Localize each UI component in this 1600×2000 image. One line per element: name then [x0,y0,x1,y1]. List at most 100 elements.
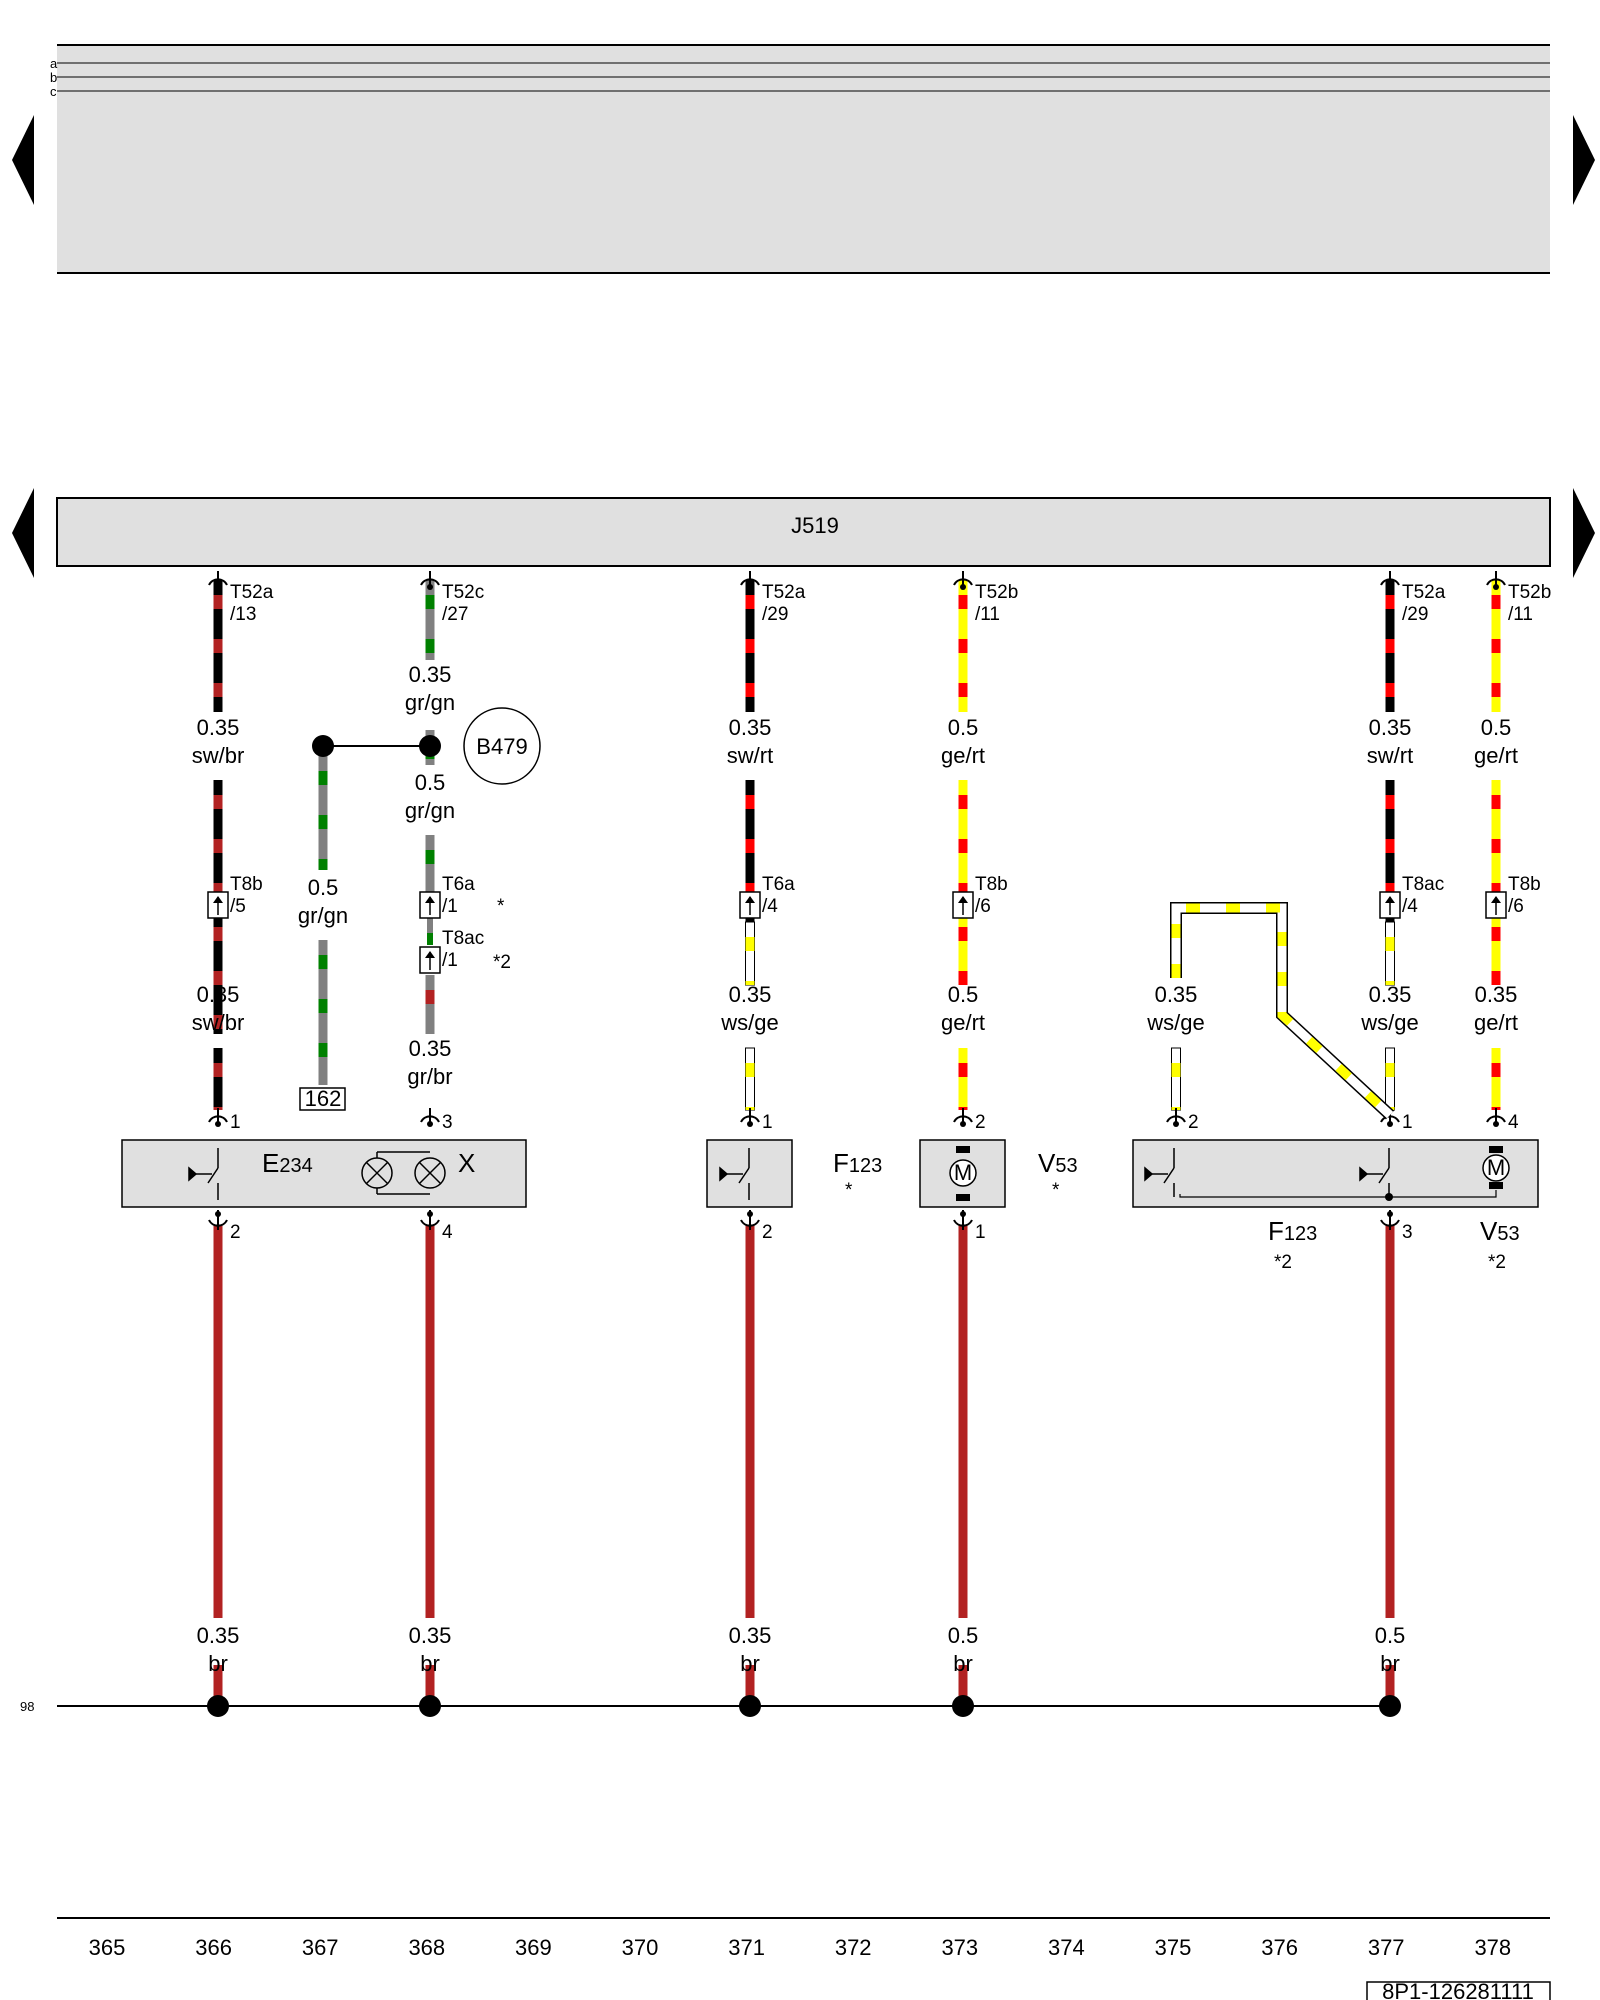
wire-color-label: ws/ge [720,1010,778,1035]
component-pin-bottom[interactable] [420,1210,440,1230]
wire-segment[interactable] [745,921,755,986]
wire-size-label: 0.5 [1375,1623,1406,1648]
inline-connector[interactable] [419,891,441,919]
wire-size-label: 0.35 [1155,982,1198,1007]
component-pin-top[interactable] [953,1108,973,1127]
connector-pin-label: /5 [230,896,246,917]
component-e234-x[interactable]: E234 X [121,1139,527,1208]
wire-segment[interactable] [745,780,755,922]
wire-segment[interactable] [318,756,328,870]
wire-segment[interactable] [425,975,435,1034]
wire-size-label: 0.35 [1369,982,1412,1007]
wire-segment-brown[interactable] [1385,1665,1395,1700]
control-unit-j519[interactable]: J519 [56,497,1551,567]
inline-connector[interactable] [1485,891,1507,919]
connector-pin-label: /11 [975,604,1000,625]
wires-layer [207,571,1507,1717]
wire-segment-brown[interactable] [958,1665,968,1700]
component-pin-top[interactable] [740,1108,760,1127]
wire-segment[interactable] [213,1048,223,1110]
next-page-arrow-top[interactable] [1573,115,1595,205]
connector-pin-label: /1 [442,950,458,971]
wire-segment[interactable] [1385,580,1395,712]
component-pin-top[interactable] [420,1108,440,1127]
wire-segment[interactable] [1385,1047,1395,1111]
prev-page-arrow-mid[interactable] [12,488,34,578]
wire-segment[interactable] [745,580,755,712]
wire-segment-brown[interactable] [1385,1225,1395,1618]
top-connector[interactable] [953,571,973,590]
wire-segment-brown[interactable] [213,1665,223,1700]
component-pin-bottom[interactable] [953,1210,973,1230]
wire-segment[interactable] [1385,780,1395,922]
component-pin-bottom[interactable] [740,1210,760,1230]
wire-size-label: 0.35 [729,715,772,740]
wire-segment-brown[interactable] [213,1225,223,1618]
wire-segment[interactable] [425,835,435,895]
component-v53-a[interactable]: M [919,1139,1006,1208]
wire-segment[interactable] [213,580,223,712]
wire-color-label: ge/rt [941,1010,985,1035]
wire-loop[interactable] [1170,902,1395,1120]
inline-connector[interactable] [207,891,229,919]
top-connector[interactable] [1380,571,1400,590]
connector-label: T8ac [1402,874,1444,895]
wire-segment[interactable] [958,1048,968,1110]
column-number: 377 [1368,1935,1405,1960]
motor-icon: M [1482,1146,1510,1189]
wire-segment-brown[interactable] [745,1665,755,1700]
reference-box-162[interactable]: 162 [299,1086,346,1111]
component-pin-label: 1 [230,1112,241,1133]
wire-segment-brown[interactable] [425,1225,435,1618]
ground-point-b479[interactable]: B479 [312,707,541,785]
inline-connector[interactable] [952,891,974,919]
connector-pin-label: /1 [442,896,458,917]
inline-connector[interactable] [419,946,441,974]
component-pin-top[interactable] [1486,1108,1506,1127]
connector-pin-label: /6 [1508,896,1524,917]
component-pin-top[interactable] [208,1108,228,1127]
component-pin-bottom[interactable] [1380,1210,1400,1230]
inline-connector[interactable] [739,891,761,919]
wire-segment[interactable] [427,918,433,945]
wire-segment[interactable] [1491,580,1501,712]
f123-a-note: * [845,1180,853,1201]
column-number: 371 [728,1935,765,1960]
component-pin-label: 2 [975,1112,986,1133]
header-row-c: c [50,84,57,99]
e234-code: E234 [262,1148,313,1178]
wire-segment-brown[interactable] [745,1225,755,1618]
top-connector[interactable] [208,571,228,590]
top-connector[interactable] [740,571,760,590]
labels-layer: T52a/130.35sw/brT8b/50.35sw/br120.35brT5… [192,582,1552,1676]
motor-label: M [1487,1155,1505,1180]
component-pin-bottom[interactable] [208,1210,228,1230]
wire-size-label: 0.35 [197,982,240,1007]
wire-segment[interactable] [958,780,968,985]
wire-segment[interactable] [318,940,328,1085]
inline-connector[interactable] [1379,891,1401,919]
top-connector[interactable] [420,571,440,590]
wire-segment[interactable] [1171,1047,1181,1111]
header-band: a b c [50,44,1550,274]
wire-segment[interactable] [1385,921,1395,986]
wire-segment-brown[interactable] [958,1225,968,1618]
control-unit-label: J519 [791,513,839,538]
component-pin-top[interactable] [1166,1108,1186,1127]
connector-pin-label: /6 [975,896,991,917]
wire-segment[interactable] [1491,1048,1501,1110]
top-connector[interactable] [1486,571,1506,590]
wire-segment-brown[interactable] [425,1665,435,1700]
component-f123-v53-b[interactable]: M [1132,1139,1539,1208]
component-f123-a[interactable] [706,1139,793,1208]
wire-segment[interactable] [425,580,435,660]
column-number: 365 [89,1935,126,1960]
component-pin-label: 4 [442,1222,453,1243]
wire-segment[interactable] [1491,780,1501,985]
internal-bus-line [1179,1190,1497,1198]
next-page-arrow-mid[interactable] [1573,488,1595,578]
wire-segment[interactable] [958,580,968,712]
wire-segment[interactable] [745,1047,755,1111]
prev-page-arrow-top[interactable] [12,115,34,205]
